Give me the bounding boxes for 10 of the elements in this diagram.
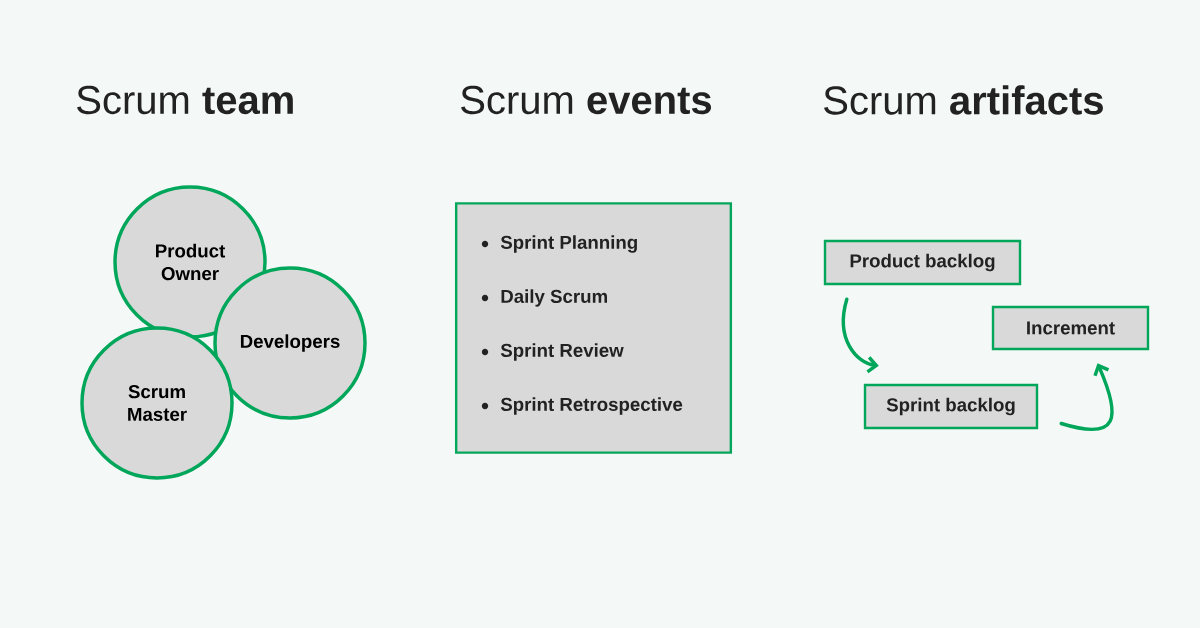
- list-box: Sprint Planning Daily Scrum Sprint Review Sprint Retrospective: [454, 202, 733, 454]
- heading: Scrum team: [77, 85, 293, 115]
- process-box: Product backlog: [823, 239, 1022, 286]
- circle-node: Scrum Master: [80, 326, 234, 480]
- curved-arrow: [1059, 363, 1114, 432]
- heading: Scrum events: [461, 85, 712, 115]
- heading: Scrum artifacts: [824, 85, 1103, 115]
- process-box: Increment: [991, 305, 1150, 351]
- process-box: Sprint backlog: [863, 383, 1039, 430]
- curved-arrow: [841, 297, 879, 374]
